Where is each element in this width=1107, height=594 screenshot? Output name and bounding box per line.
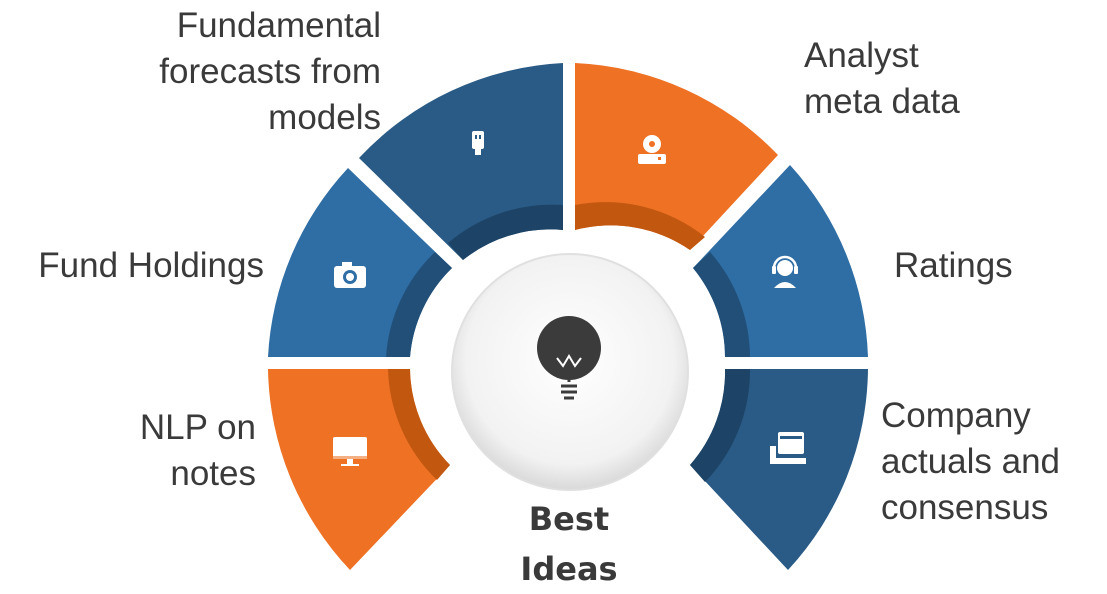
- segment-analyst: [575, 63, 778, 250]
- segment-company: [690, 369, 868, 570]
- headset-user-icon: [772, 255, 798, 288]
- label-line: Fundamental: [176, 6, 381, 45]
- segment-fund-holdings: [268, 168, 452, 357]
- monitor-icon: [333, 437, 367, 466]
- center-title-line: Best: [528, 500, 610, 538]
- label-nlp: NLP on notes: [140, 405, 256, 497]
- label-company: Company actuals and consensus: [881, 393, 1060, 531]
- disc-drive-icon: [638, 135, 666, 164]
- usb-drive-icon: [472, 131, 484, 155]
- label-ratings: Ratings: [894, 243, 1013, 289]
- label-fundamental: Fundamental forecasts from models: [159, 3, 381, 141]
- center-title: Best Ideas: [489, 494, 649, 594]
- label-line: actuals and: [881, 442, 1061, 481]
- label-line: models: [268, 98, 381, 137]
- label-line: notes: [170, 454, 256, 493]
- segment-fundamental: [359, 63, 563, 260]
- camera-icon: [334, 262, 366, 288]
- label-line: forecasts from: [159, 52, 381, 91]
- label-line: Company: [881, 396, 1031, 435]
- computer-icon: [770, 432, 806, 464]
- label-line: Analyst: [804, 36, 919, 75]
- label-line: Ratings: [894, 246, 1013, 285]
- label-fund-holdings: Fund Holdings: [38, 243, 264, 289]
- label-line: Fund Holdings: [38, 246, 264, 285]
- segment-nlp: [268, 369, 450, 570]
- segment-ratings: [693, 165, 868, 357]
- center-title-line: Ideas: [520, 550, 618, 588]
- label-line: meta data: [804, 82, 960, 121]
- label-line: NLP on: [139, 408, 256, 447]
- label-analyst: Analyst meta data: [804, 33, 960, 125]
- label-line: consensus: [881, 488, 1049, 527]
- center-hub: [451, 253, 689, 491]
- lightbulb-icon: [537, 316, 601, 400]
